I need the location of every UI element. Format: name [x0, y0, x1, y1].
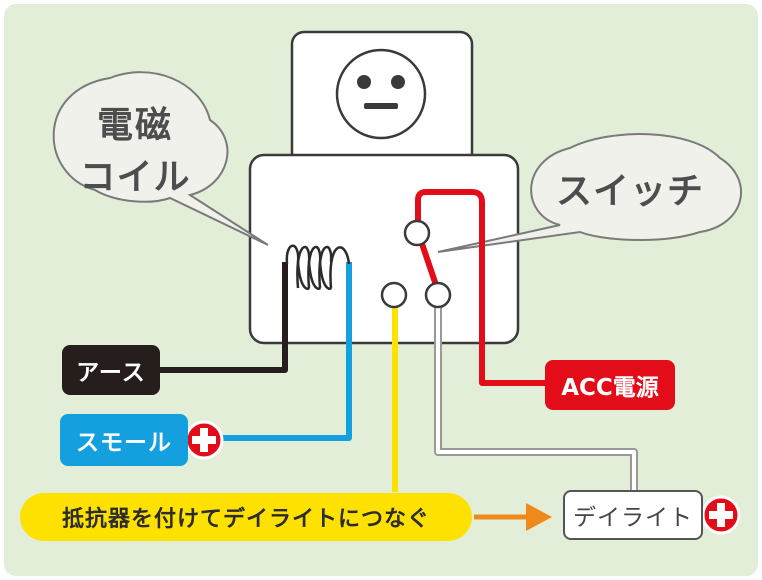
daylight-tag: デイライト [563, 490, 703, 540]
earth-wire [160, 262, 288, 373]
coil-speech-bubble [52, 71, 269, 246]
switch-terminal-bottom [424, 281, 452, 309]
acc-power-wire [415, 189, 545, 386]
daylight-wire [436, 300, 636, 490]
coil-label-line1: 電磁 [96, 105, 173, 146]
face-icon [335, 48, 427, 140]
switch-speech-bubble [437, 133, 743, 253]
acc-power-tag: ACC電源 [545, 360, 675, 410]
earth-tag: アース [62, 345, 160, 395]
small-plus-icon [184, 420, 224, 460]
relay-body [248, 153, 520, 345]
instruction-note: 抵抗器を付けてデイライトにつなぐ [20, 493, 472, 541]
coil-label-line2: コイル [79, 157, 191, 198]
switch-terminal-top [403, 219, 431, 247]
arrow-icon [474, 503, 552, 531]
small-light-wire [205, 262, 352, 441]
switch-label: スイッチ [555, 171, 704, 212]
electromagnetic-coil [285, 244, 351, 290]
daylight-plus-icon [701, 495, 741, 535]
small-light-tag: スモール [60, 414, 188, 466]
yellow-terminal [380, 281, 408, 309]
